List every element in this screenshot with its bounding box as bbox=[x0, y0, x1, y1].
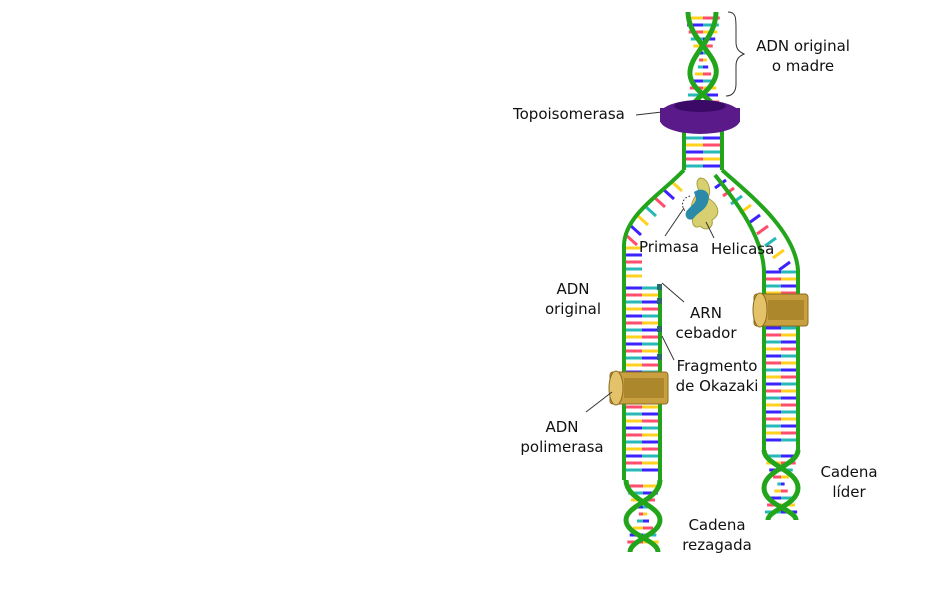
leading-helix-base-pairs bbox=[764, 454, 798, 514]
polymerase-leading-inner bbox=[768, 300, 804, 320]
okazaki-primer-mark bbox=[657, 354, 662, 360]
label-helicasa: Helicasa bbox=[711, 240, 775, 258]
label-fragmento-okazaki-line2: de Okazaki bbox=[675, 377, 759, 395]
leading-helix-backbone-a bbox=[761, 449, 801, 521]
leading-open-base bbox=[764, 236, 777, 248]
lagging-open-base bbox=[670, 180, 684, 193]
label-cadena-lider-line1: Cadena bbox=[820, 463, 878, 481]
label-adn-original-line1: ADN bbox=[556, 280, 590, 298]
label-adn-polimerasa: ADN polimerasa bbox=[512, 417, 612, 457]
label-topoisomerasa: Topoisomerasa bbox=[513, 105, 625, 123]
lagging-open-base bbox=[629, 224, 643, 237]
lagging-arm-base-pairs bbox=[626, 246, 658, 472]
polymerase-lagging-inner bbox=[624, 378, 664, 398]
leading-open-base bbox=[772, 248, 785, 260]
leading-open-base bbox=[748, 213, 761, 225]
lagging-open-base bbox=[636, 214, 650, 227]
topoisomerase-ring-hole bbox=[674, 100, 726, 112]
leading-helix-backbone-b bbox=[761, 449, 801, 521]
helicasa-leader bbox=[705, 221, 715, 239]
label-cadena-rezagada-line1: Cadena bbox=[688, 516, 746, 534]
leading-new-strand-backbone bbox=[713, 173, 766, 450]
lagging-arm-diagonal-base-pairs bbox=[625, 180, 684, 247]
leading-open-base bbox=[730, 194, 743, 206]
okazaki-primer-mark bbox=[657, 298, 662, 304]
leader-lines bbox=[585, 111, 715, 413]
primase-dotted-arc bbox=[682, 195, 691, 213]
primase-body bbox=[685, 189, 709, 220]
lagging-original-strand-backbone bbox=[622, 168, 686, 480]
lagging-open-base bbox=[625, 234, 639, 247]
topoisomerasa-leader bbox=[635, 111, 663, 116]
label-cadena-lider: Cadena líder bbox=[812, 462, 886, 502]
polymerase-lagging-cap bbox=[608, 370, 624, 406]
leading-arm-base-pairs bbox=[766, 270, 796, 442]
label-adn-madre-line1: ADN original bbox=[756, 37, 850, 55]
polymerase-leading-cap bbox=[752, 292, 768, 328]
label-arn-cebador-line1: ARN bbox=[690, 304, 722, 322]
lagging-helix bbox=[623, 479, 663, 553]
arn-cebador-leader bbox=[661, 282, 685, 303]
label-cadena-lider-line2: líder bbox=[832, 483, 866, 501]
label-fragmento-okazaki-line1: Fragmento bbox=[676, 357, 758, 375]
label-adn-madre-line2: o madre bbox=[771, 57, 835, 75]
lagging-open-base bbox=[644, 205, 658, 218]
dna-polymerase-leading bbox=[752, 292, 809, 328]
leading-open-base bbox=[778, 260, 791, 272]
leading-original-strand-backbone bbox=[720, 168, 800, 450]
primase-enzyme bbox=[682, 189, 709, 220]
label-adn-original: ADN original bbox=[536, 279, 610, 319]
label-cadena-rezagada-line2: rezagada bbox=[682, 536, 752, 554]
parent-dna-brace bbox=[725, 11, 746, 97]
topoisomerase-ring-front bbox=[660, 106, 740, 134]
parent-dna-helix bbox=[685, 11, 720, 113]
topoisomerase-enzyme bbox=[660, 100, 740, 134]
label-adn-polimerasa-line2: polimerasa bbox=[520, 438, 604, 456]
lagging-helix-backbone-b bbox=[623, 479, 663, 553]
okazaki-primer-marks bbox=[657, 284, 662, 360]
label-arn-cebador: ARN cebador bbox=[670, 303, 742, 343]
polimerasa-leader bbox=[585, 391, 613, 413]
label-cadena-rezagada: Cadena rezagada bbox=[674, 515, 760, 555]
leading-arm bbox=[713, 168, 800, 450]
leading-helix bbox=[761, 449, 801, 521]
label-arn-cebador-line2: cebador bbox=[675, 324, 737, 342]
label-adn-madre: ADN original o madre bbox=[748, 36, 858, 76]
leading-open-base bbox=[756, 224, 769, 236]
lagging-helix-backbone-a bbox=[623, 479, 663, 553]
label-primasa: Primasa bbox=[639, 238, 699, 256]
okazaki-primer-mark bbox=[657, 326, 662, 332]
primasa-leader bbox=[664, 207, 685, 237]
lagging-open-base bbox=[662, 188, 676, 201]
lagging-open-base bbox=[653, 196, 667, 209]
dna-polymerase-lagging bbox=[608, 370, 669, 406]
label-adn-polimerasa-line1: ADN bbox=[545, 418, 579, 436]
fragmento-leader bbox=[661, 335, 675, 361]
label-fragmento-okazaki: Fragmento de Okazaki bbox=[668, 356, 766, 396]
okazaki-primer-mark bbox=[657, 284, 662, 290]
label-adn-original-line2: original bbox=[544, 300, 602, 318]
